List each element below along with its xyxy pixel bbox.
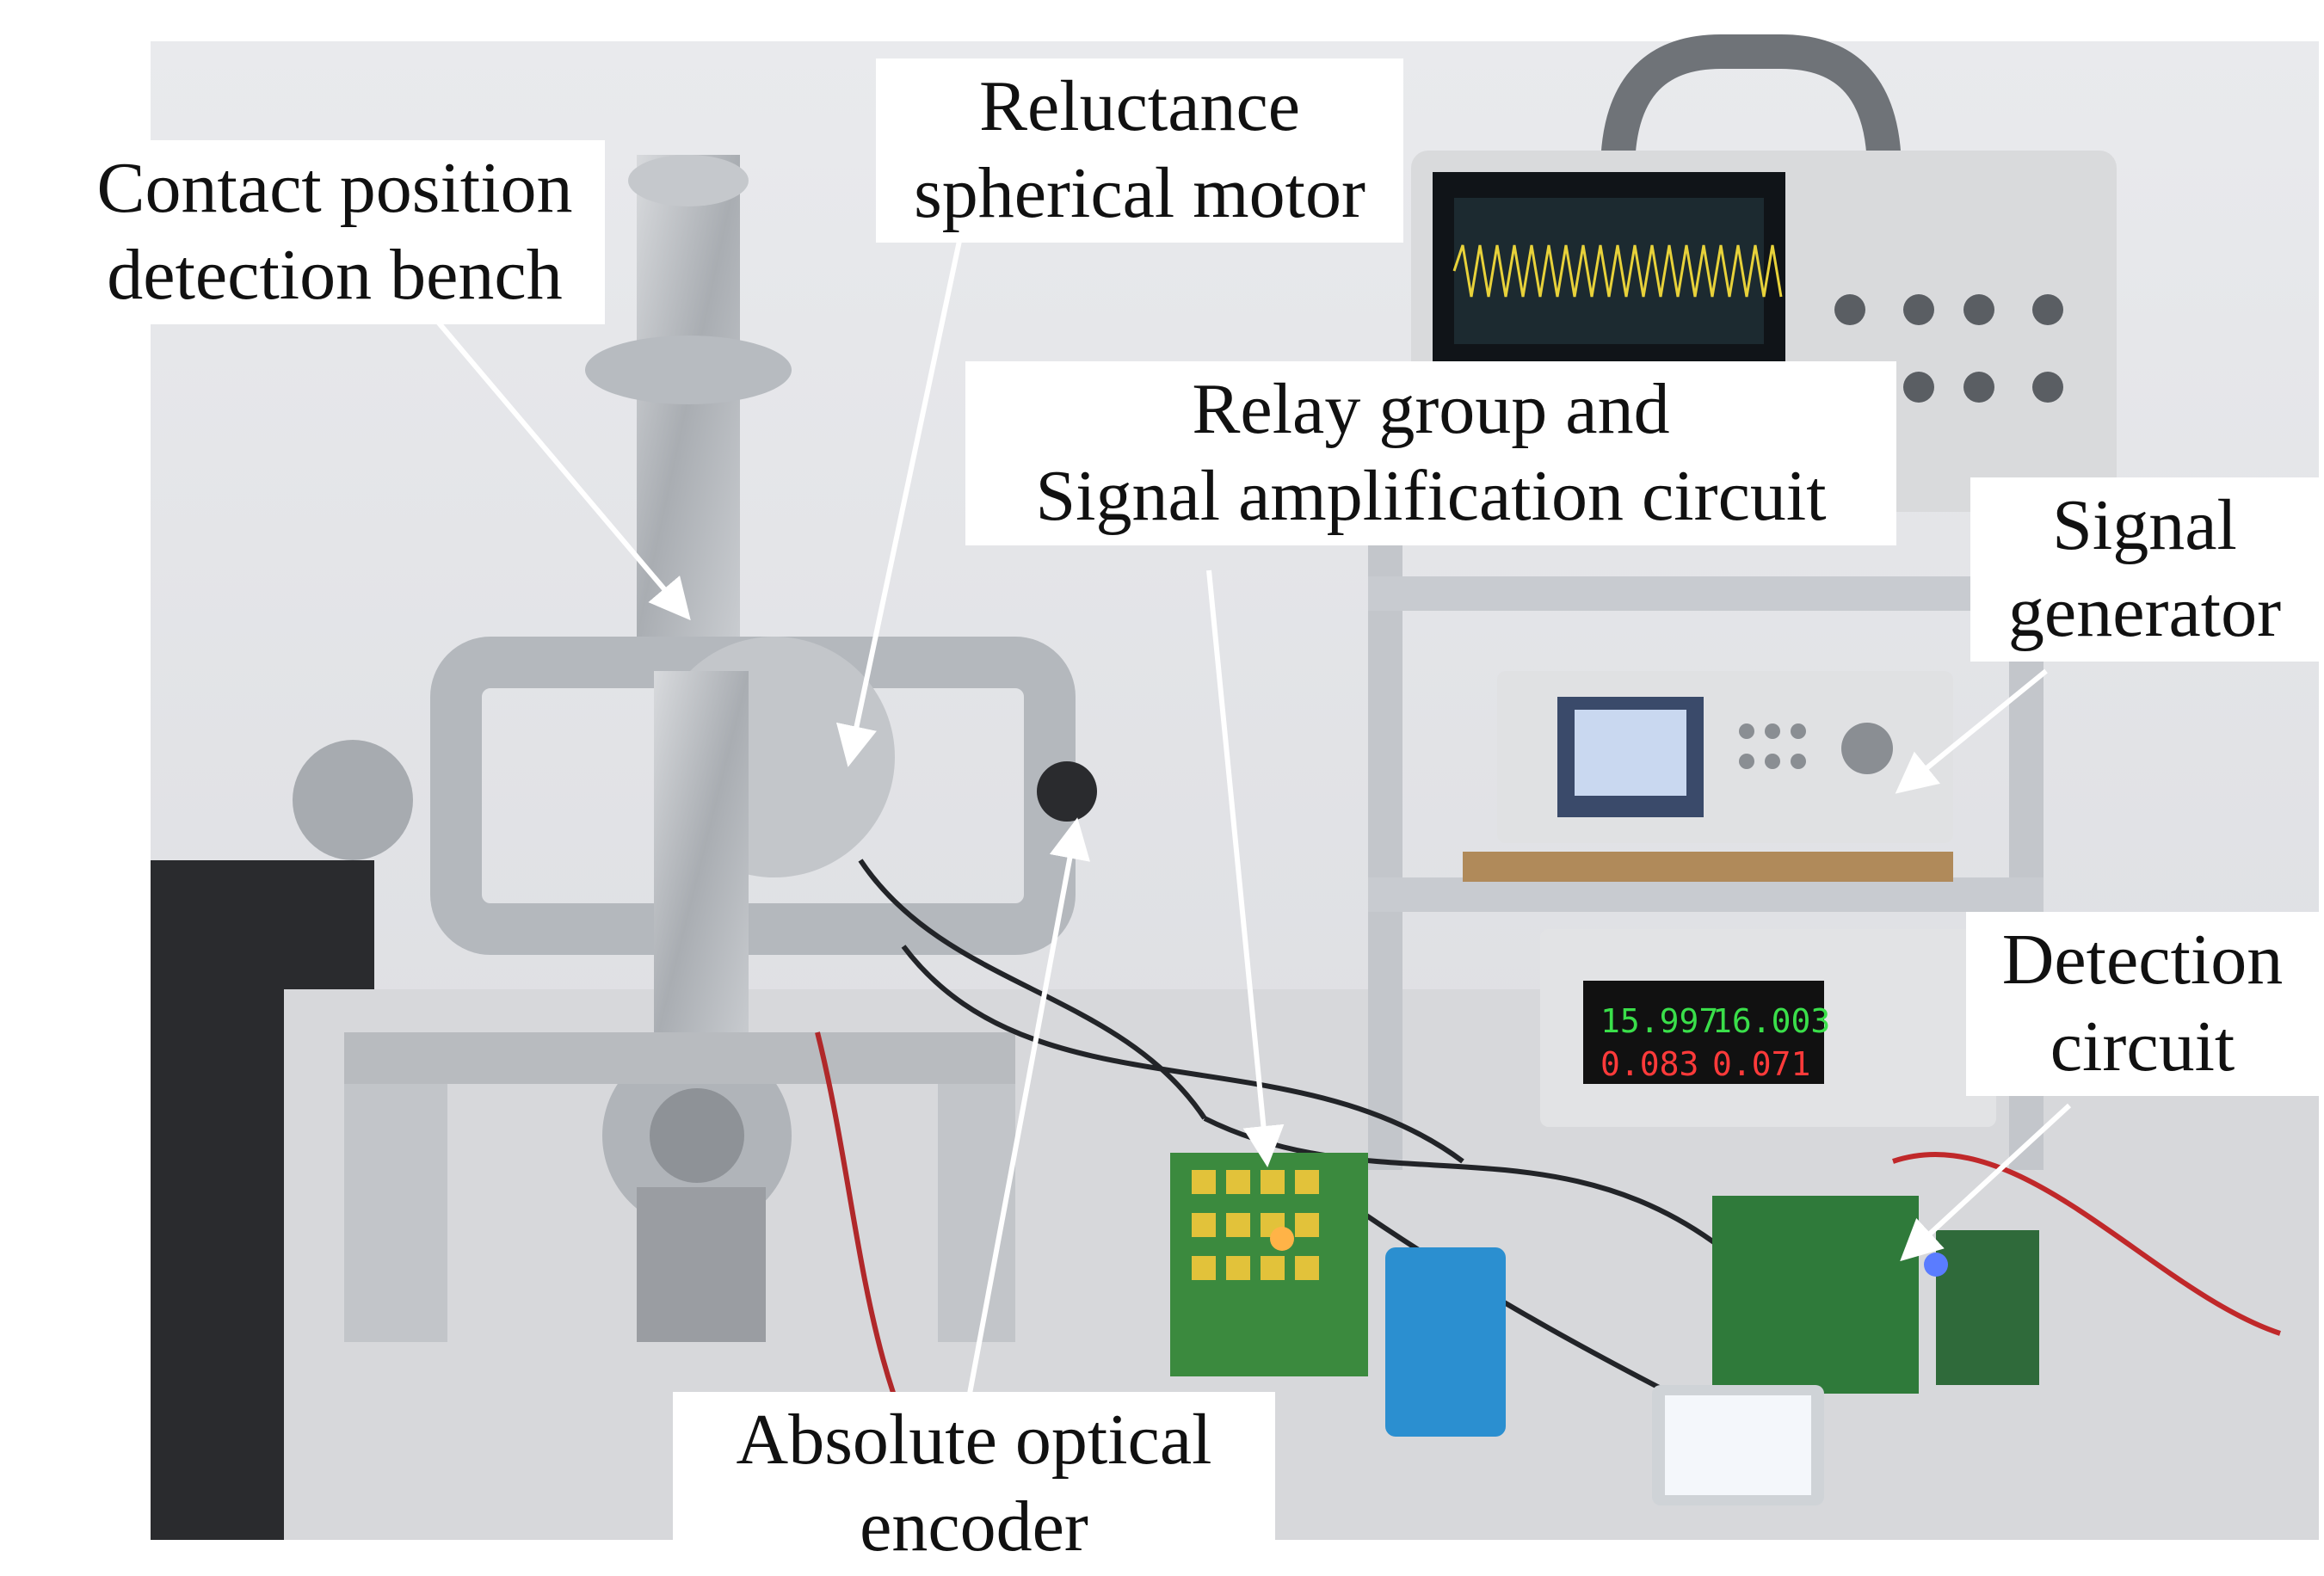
label-optical-encoder-line2: encoder [860,1486,1088,1567]
label-detection-circuit-line1: Detection [2001,920,2284,1000]
signal-generator-device [1497,671,1953,843]
arrow-detection-circuit [1900,1103,2072,1262]
readout-1: 15.997 [1600,1002,1718,1040]
arrow-optical-encoder [967,817,1090,1394]
arrow-spherical-motor [835,240,962,767]
readout-2: 16.003 [1712,1002,1830,1040]
arrow-contact-bench [410,291,691,621]
arrow-relay-group [1206,569,1285,1167]
spherical-motor-bench [293,155,1097,1342]
arrow-signal-generator [1895,668,2048,794]
readout-3: 0.083 [1600,1045,1698,1083]
label-detection-circuit-line2: circuit [2050,1006,2235,1087]
instrument-rack [1368,396,2044,1170]
right-white-margin [1377,0,1420,41]
power-supply: 15.997 16.003 0.083 0.071 [1540,929,1996,1127]
adc-module [1385,1247,1506,1437]
label-signal-generator-line1: Signal [2052,485,2237,565]
label-signal-generator-line2: generator [2007,571,2282,652]
label-relay-group-line2: Signal amplification circuit [1035,455,1827,536]
label-relay-group: Relay group and Signal amplification cir… [965,361,1896,545]
label-contact-bench-line2: detection bench [107,234,563,315]
pointer-arrows [410,240,2072,1394]
label-contact-bench-line1: Contact position [96,148,573,228]
label-spherical-motor-line2: spherical motor [914,152,1365,233]
label-contact-bench: Contact position detection bench [65,140,605,324]
relay-board [1170,1153,1368,1376]
label-relay-group-line1: Relay group and [1192,369,1670,449]
label-spherical-motor-line1: Reluctance [978,66,1301,146]
label-detection-circuit: Detection circuit [1966,912,2319,1096]
label-spherical-motor: Reluctance spherical motor [876,58,1403,243]
label-optical-encoder: Absolute optical encoder [673,1392,1275,1576]
readout-4: 0.071 [1712,1045,1810,1083]
label-optical-encoder-line1: Absolute optical [736,1400,1212,1480]
label-signal-generator: Signal generator [1970,477,2319,662]
detection-circuit-board [1652,1196,2039,1505]
